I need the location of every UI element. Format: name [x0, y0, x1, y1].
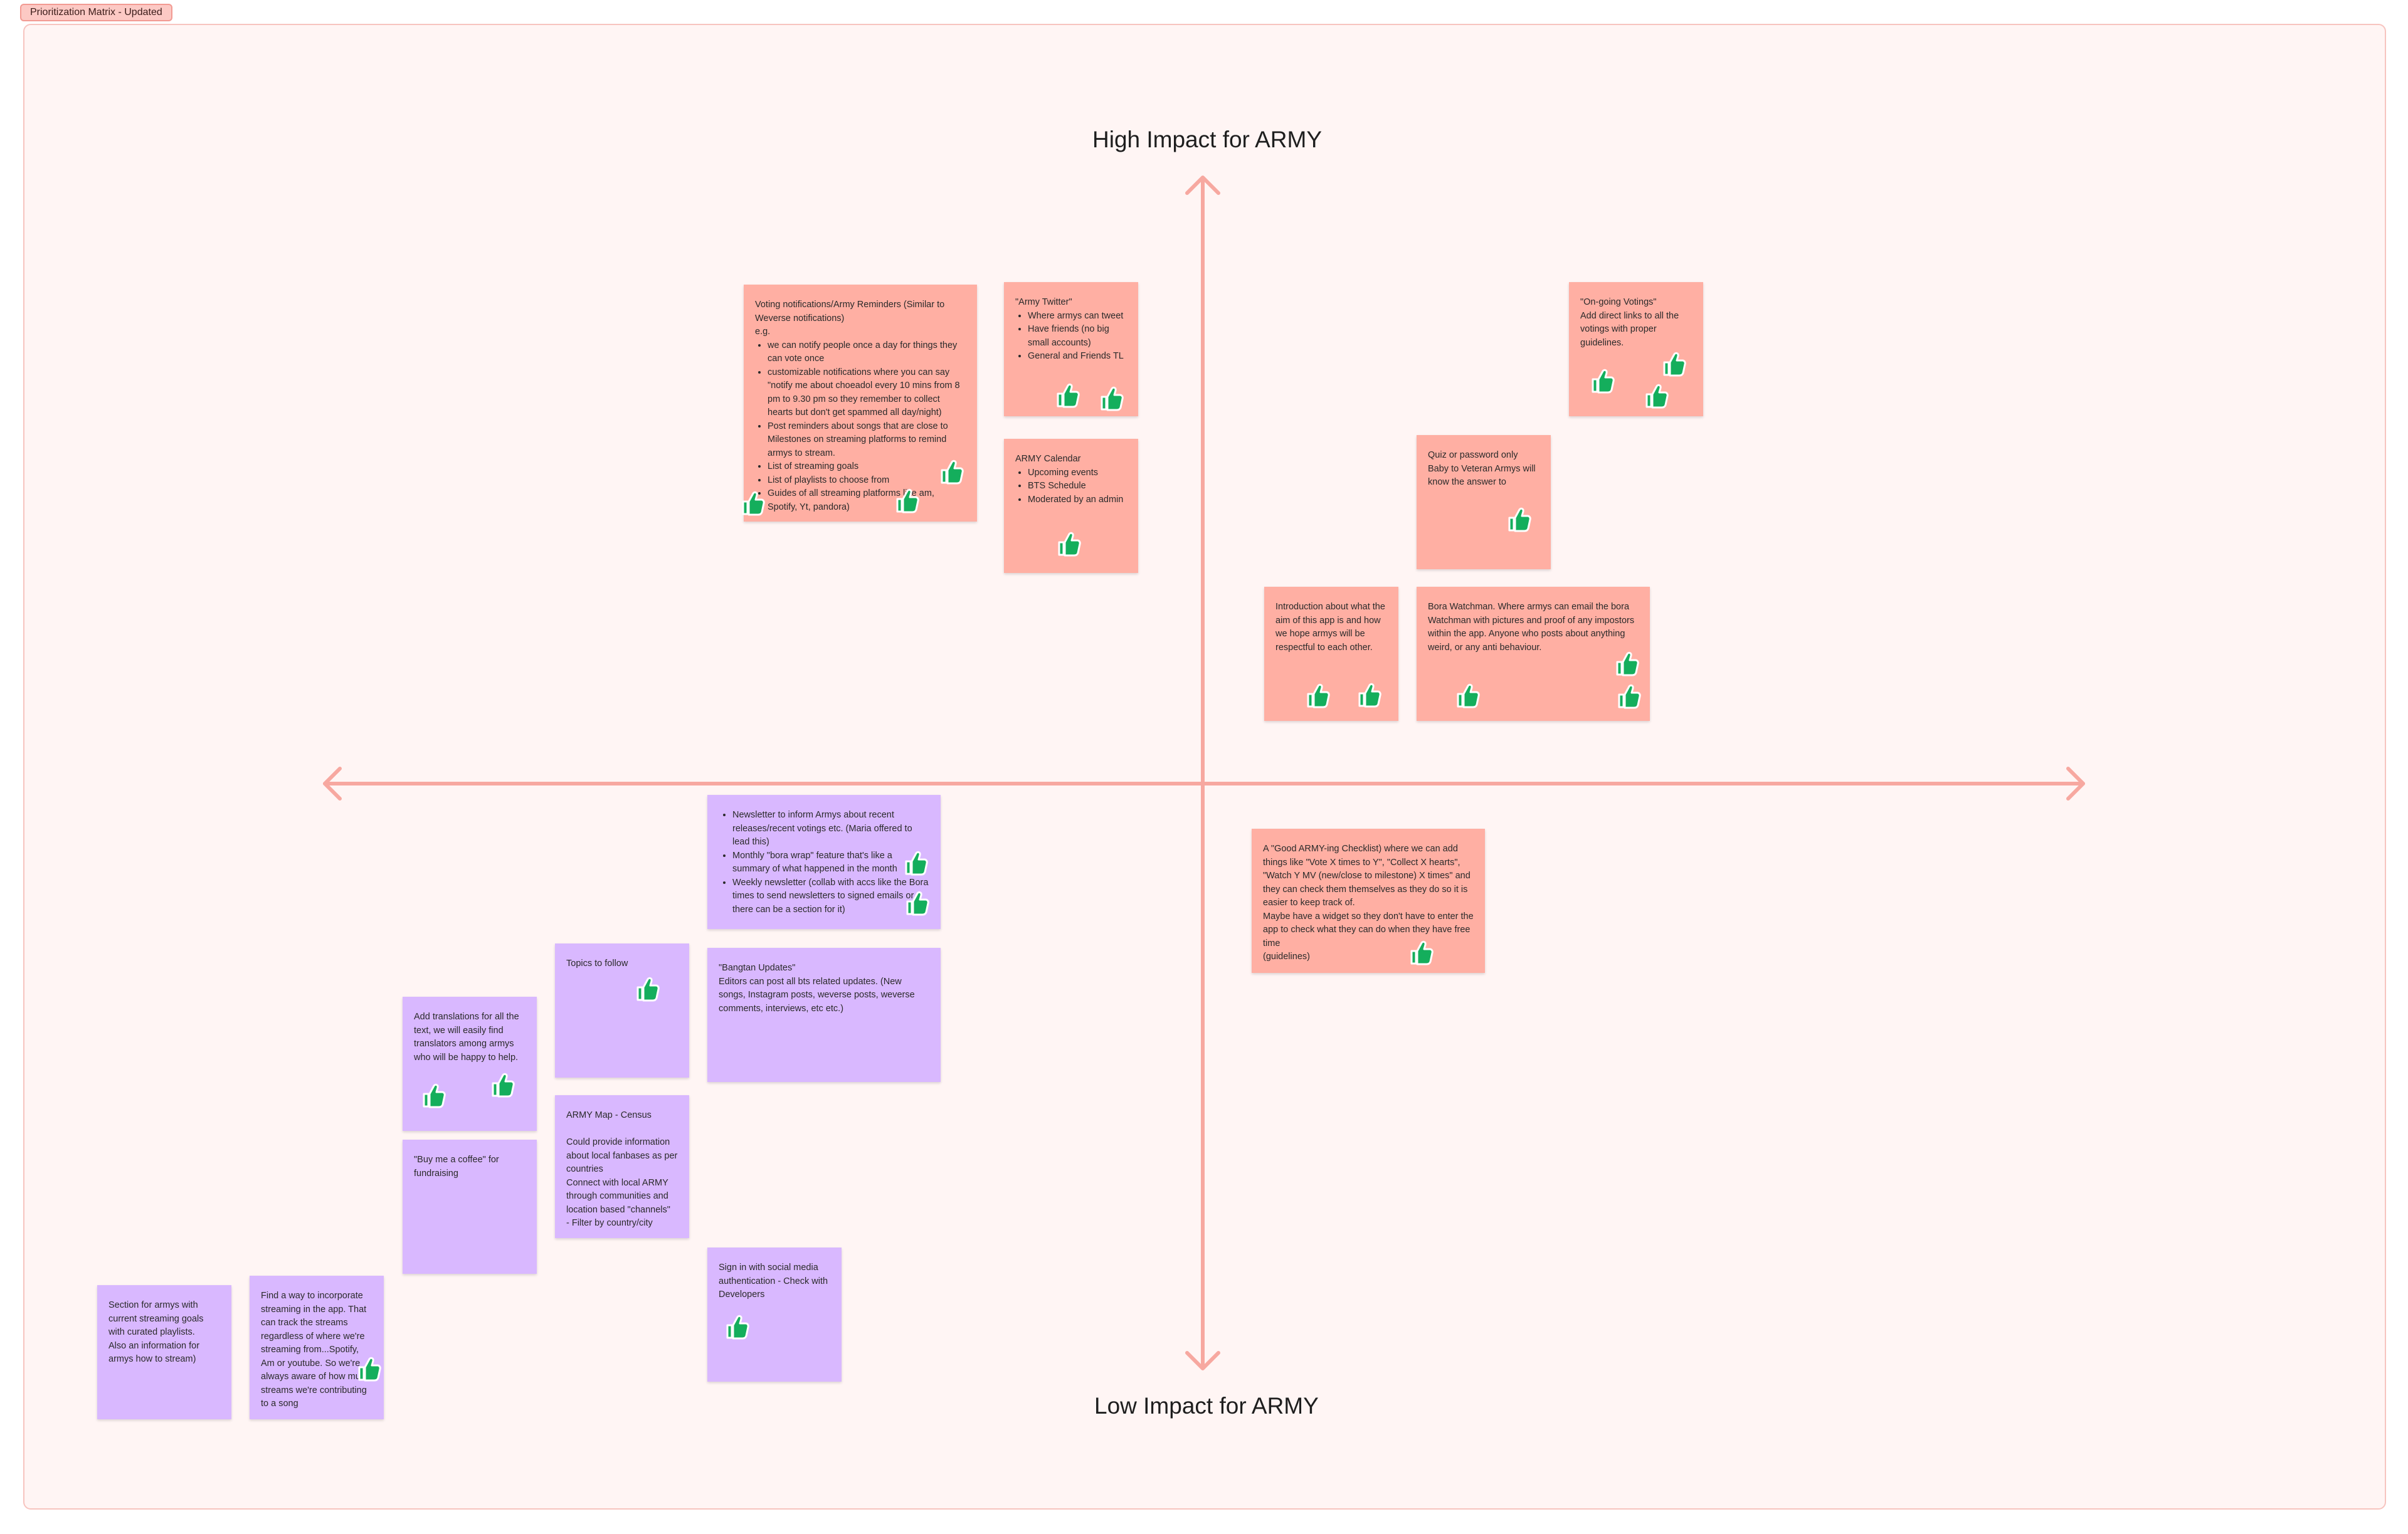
axis-label-low-impact: Low Impact for ARMY [1094, 1393, 1319, 1419]
note-text: ARMY Map - Census Could provide informat… [566, 1110, 678, 1228]
sticky-note-voting-notifications[interactable]: Voting notifications/Army Reminders (Sim… [744, 285, 977, 522]
thumbs-up-icon[interactable] [904, 850, 929, 876]
sticky-note-topics-to-follow[interactable]: Topics to follow [555, 943, 689, 1078]
sticky-note-translations[interactable]: Add translations for all the text, we wi… [403, 997, 537, 1131]
sticky-note-army-map[interactable]: ARMY Map - Census Could provide informat… [555, 1095, 689, 1238]
note-list-item: Newsletter to inform Armys about recent … [732, 809, 929, 849]
thumbs-up-icon[interactable] [1644, 383, 1669, 409]
thumbs-up-icon[interactable] [1615, 651, 1640, 677]
vertical-axis-arrow-top [1185, 176, 1220, 195]
note-list-item: BTS Schedule [1028, 480, 1127, 493]
sticky-note-newsletter[interactable]: Newsletter to inform Armys about recent … [707, 795, 941, 929]
note-text: "Bangtan Updates" Editors can post all b… [719, 963, 915, 1014]
thumbs-up-icon[interactable] [1455, 683, 1481, 709]
thumbs-up-icon[interactable] [1357, 682, 1382, 708]
note-text: Quiz or password only Baby to Veteran Ar… [1428, 450, 1536, 487]
note-text: Bora Watchman. Where armys can email the… [1428, 602, 1635, 653]
note-text: Introduction about what the aim of this … [1275, 602, 1385, 653]
note-text: Sign in with social media authentication… [719, 1263, 828, 1300]
note-text: e.g. [755, 327, 771, 337]
sticky-note-ongoing-votings[interactable]: "On-going Votings" Add direct links to a… [1569, 282, 1703, 416]
thumbs-up-icon[interactable] [939, 459, 964, 485]
note-list: we can notify people once a day for thin… [755, 339, 966, 515]
frame-label[interactable]: Prioritization Matrix - Updated [20, 4, 172, 21]
note-text: Section for armys with current streaming… [108, 1300, 204, 1364]
horizontal-axis-arrow-left [323, 767, 342, 801]
thumbs-up-icon[interactable] [1409, 940, 1434, 966]
thumbs-up-icon[interactable] [1617, 683, 1642, 710]
sticky-note-streaming-playlists[interactable]: Section for armys with current streaming… [97, 1285, 231, 1419]
note-list-item: Moderated by an admin [1028, 493, 1127, 507]
note-text: ARMY Calendar [1015, 454, 1081, 464]
sticky-note-bangtan-updates[interactable]: "Bangtan Updates" Editors can post all b… [707, 948, 941, 1082]
note-text: Find a way to incorporate streaming in t… [261, 1291, 371, 1409]
horizontal-axis-arrow-right [2066, 767, 2085, 801]
note-text: Add translations for all the text, we wi… [414, 1012, 519, 1063]
axis-label-high-impact: High Impact for ARMY [1092, 127, 1323, 152]
thumbs-up-icon[interactable] [421, 1083, 446, 1109]
thumbs-up-icon[interactable] [1507, 507, 1532, 533]
thumbs-up-icon[interactable] [1099, 386, 1124, 412]
thumbs-up-icon[interactable] [490, 1072, 515, 1098]
note-text: "On-going Votings" Add direct links to a… [1580, 297, 1679, 348]
thumbs-up-icon[interactable] [905, 890, 930, 917]
note-text: "Army Twitter" [1015, 297, 1072, 307]
thumbs-up-icon[interactable] [725, 1314, 750, 1340]
thumbs-up-icon[interactable] [1057, 531, 1082, 557]
note-list-item: Monthly "bora wrap" feature that's like … [732, 849, 929, 876]
note-list-item: we can notify people once a day for thin… [768, 339, 966, 366]
sticky-note-quiz[interactable]: Quiz or password only Baby to Veteran Ar… [1417, 435, 1551, 569]
note-text: Voting notifications/Army Reminders (Sim… [755, 300, 945, 323]
note-list-item: Upcoming events [1028, 466, 1127, 480]
thumbs-up-icon[interactable] [1662, 351, 1687, 377]
sticky-note-bora-watchman[interactable]: Bora Watchman. Where armys can email the… [1417, 587, 1650, 721]
note-list: Where armys can tweet Have friends (no b… [1015, 310, 1127, 364]
sticky-note-social-sign-in[interactable]: Sign in with social media authentication… [707, 1248, 842, 1382]
thumbs-up-icon[interactable] [895, 488, 920, 514]
sticky-note-incorporate-streaming[interactable]: Find a way to incorporate streaming in t… [250, 1276, 384, 1419]
thumbs-up-icon[interactable] [357, 1356, 382, 1382]
vertical-axis-arrow-bottom [1185, 1351, 1220, 1370]
thumbs-up-icon[interactable] [741, 490, 766, 517]
sticky-note-buy-me-a-coffee[interactable]: "Buy me a coffee" for fundraising [403, 1140, 537, 1274]
note-list-item: Where armys can tweet [1028, 310, 1127, 323]
note-text: Topics to follow [566, 959, 628, 969]
note-list-item: General and Friends TL [1028, 350, 1127, 364]
note-list-item: customizable notifications where you can… [768, 366, 966, 420]
note-text: A "Good ARMY-ing Checklist) where we can… [1263, 844, 1474, 962]
thumbs-up-icon[interactable] [1590, 368, 1615, 394]
note-list-item: Post reminders about songs that are clos… [768, 420, 966, 461]
thumbs-up-icon[interactable] [1055, 382, 1080, 409]
note-list: Newsletter to inform Armys about recent … [719, 809, 929, 917]
note-list-item: Guides of all streaming platforms like a… [768, 487, 966, 514]
sticky-note-good-army-checklist[interactable]: A "Good ARMY-ing Checklist) where we can… [1252, 829, 1485, 973]
note-list-item: List of playlists to choose from [768, 474, 966, 488]
note-list-item: List of streaming goals [768, 460, 966, 474]
note-list: Upcoming events BTS Schedule Moderated b… [1015, 466, 1127, 507]
note-text: "Buy me a coffee" for fundraising [414, 1155, 499, 1179]
note-list-item: Weekly newsletter (collab with accs like… [732, 876, 929, 917]
thumbs-up-icon[interactable] [635, 976, 660, 1002]
note-list-item: Have friends (no big small accounts) [1028, 323, 1127, 350]
thumbs-up-icon[interactable] [1306, 683, 1331, 709]
